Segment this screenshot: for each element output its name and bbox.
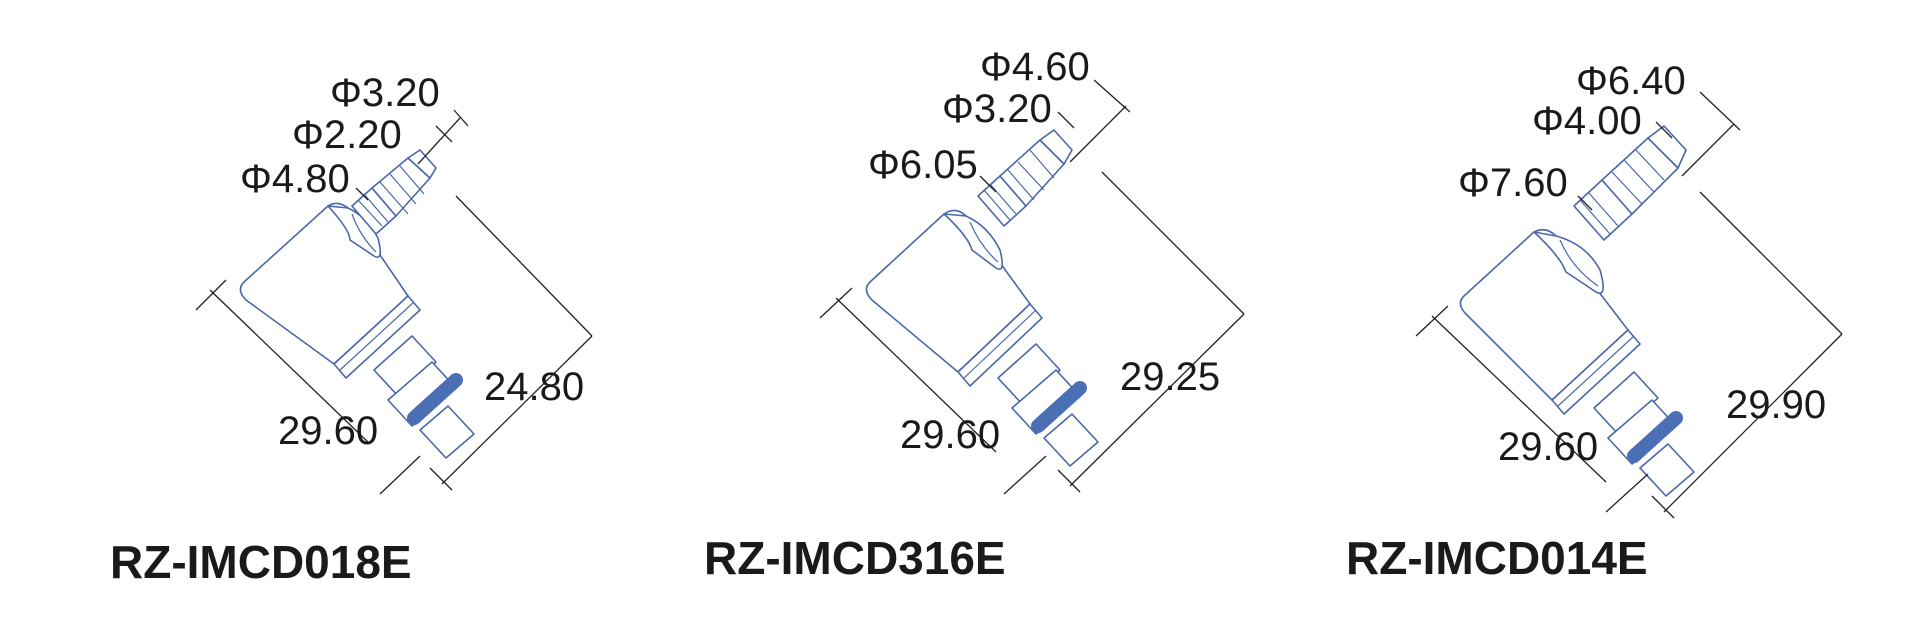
fitting-2-body-length: 29.60	[900, 413, 1000, 457]
fitting-2-tip-inner-diameter: Φ3.20	[942, 87, 1052, 131]
fitting-1: Φ3.20 Φ2.20 Φ4.80 29.60 24.80 RZ-IMCD018…	[110, 71, 593, 588]
fitting-3-drawing	[1459, 125, 1695, 497]
fitting-3: Φ6.40 Φ4.00 Φ7.60 29.60 29.90 RZ-IMCD014…	[1346, 59, 1843, 584]
fitting-1-body-length: 29.60	[278, 409, 378, 453]
o-ring-icon	[1627, 411, 1683, 463]
fitting-1-model-label: RZ-IMCD018E	[110, 536, 412, 588]
fitting-2-dimension-lines	[819, 79, 1245, 495]
fitting-3-dimension-lines	[1415, 91, 1843, 519]
fitting-2-neck-diameter: Φ6.05	[868, 143, 978, 187]
fitting-3-tip-inner-diameter: Φ4.00	[1532, 99, 1642, 143]
o-ring-icon	[1031, 381, 1087, 433]
fitting-2-total-length: 29.25	[1120, 355, 1220, 399]
fitting-3-model-label: RZ-IMCD014E	[1346, 532, 1648, 584]
fitting-2-drawing	[865, 129, 1099, 467]
fitting-1-drawing	[239, 149, 475, 459]
fitting-1-tip-outer-diameter: Φ3.20	[330, 71, 440, 115]
fitting-3-body-length: 29.60	[1498, 425, 1598, 469]
fitting-3-total-length: 29.90	[1726, 383, 1826, 427]
fitting-1-dimension-lines	[195, 109, 593, 495]
fitting-1-tip-inner-diameter: Φ2.20	[292, 113, 402, 157]
fitting-1-total-length: 24.80	[484, 365, 584, 409]
fitting-2-model-label: RZ-IMCD316E	[704, 532, 1006, 584]
fitting-2-tip-outer-diameter: Φ4.60	[980, 45, 1090, 89]
fitting-2: Φ4.60 Φ3.20 Φ6.05 29.60 29.25 RZ-IMCD316…	[704, 45, 1245, 584]
fitting-3-tip-outer-diameter: Φ6.40	[1576, 59, 1686, 103]
fitting-3-neck-diameter: Φ7.60	[1458, 161, 1568, 205]
o-ring-icon	[407, 373, 463, 425]
fitting-1-neck-diameter: Φ4.80	[240, 157, 350, 201]
